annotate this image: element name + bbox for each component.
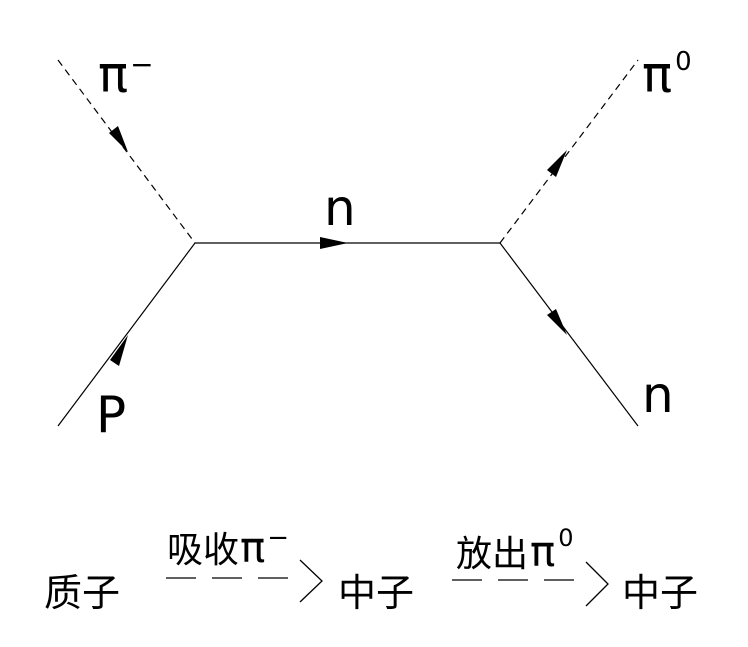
neutron-out-line: [499, 242, 639, 427]
pi-zero-line: [499, 59, 639, 244]
caption-end: 中子: [622, 571, 698, 615]
label-proton: P: [96, 386, 126, 444]
label-neutron-internal: n: [324, 179, 356, 237]
caption-arrow-1: [166, 559, 323, 603]
caption-step2-action: 放出: [456, 534, 528, 575]
label-pi-minus: π−: [98, 46, 154, 104]
pi-minus-arrow: [109, 126, 128, 152]
pi-zero-arrow: [547, 150, 567, 177]
proton-line: [57, 242, 196, 427]
neutron-internal-arrow: [320, 237, 348, 249]
caption-step1-symbol: π−: [240, 523, 289, 572]
pi-minus-line: [57, 59, 196, 244]
neutron-out-arrow: [547, 309, 567, 335]
proton-arrow: [110, 335, 128, 366]
caption-arrow-2: [452, 561, 609, 607]
caption-start: 质子: [44, 571, 120, 615]
caption-middle: 中子: [338, 571, 414, 615]
caption-step1-action: 吸收: [167, 530, 239, 571]
label-neutron-out: n: [642, 366, 674, 424]
